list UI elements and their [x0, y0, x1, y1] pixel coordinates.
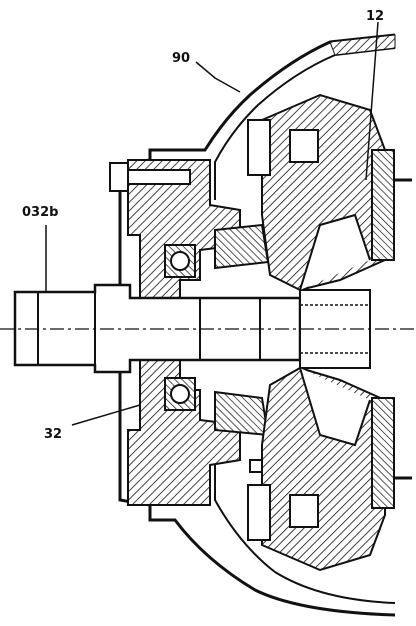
flange-bolt-head-top — [109, 162, 129, 192]
gear-bolt-upper — [247, 119, 271, 176]
ring-12-upper — [371, 149, 395, 261]
bearing-ball-upper — [170, 251, 190, 271]
leader-90 — [195, 61, 241, 93]
gear-teeth-upper — [299, 213, 371, 291]
gear-nut-upper — [289, 129, 319, 163]
outer-cover-inner-edge — [214, 47, 396, 604]
ring-12-lower — [371, 397, 395, 509]
gear-bolt-lower — [247, 484, 271, 541]
roller-bearing-lower — [214, 390, 270, 437]
hub-flange — [127, 159, 241, 506]
gear-teeth-lower — [299, 367, 371, 447]
callout-90: 90 — [172, 51, 190, 66]
bearing-ball-lower — [170, 384, 190, 404]
callout-12: 12 — [366, 9, 384, 24]
leader-12 — [365, 21, 379, 181]
callout-32: 32 — [44, 427, 62, 442]
roller-bearing-upper — [214, 223, 270, 270]
outer-cover — [118, 33, 396, 617]
callout-032b: 032b — [22, 205, 58, 220]
cover-wall-top — [329, 34, 396, 56]
leader-32 — [71, 404, 141, 426]
gear-nut-lower — [289, 494, 319, 528]
